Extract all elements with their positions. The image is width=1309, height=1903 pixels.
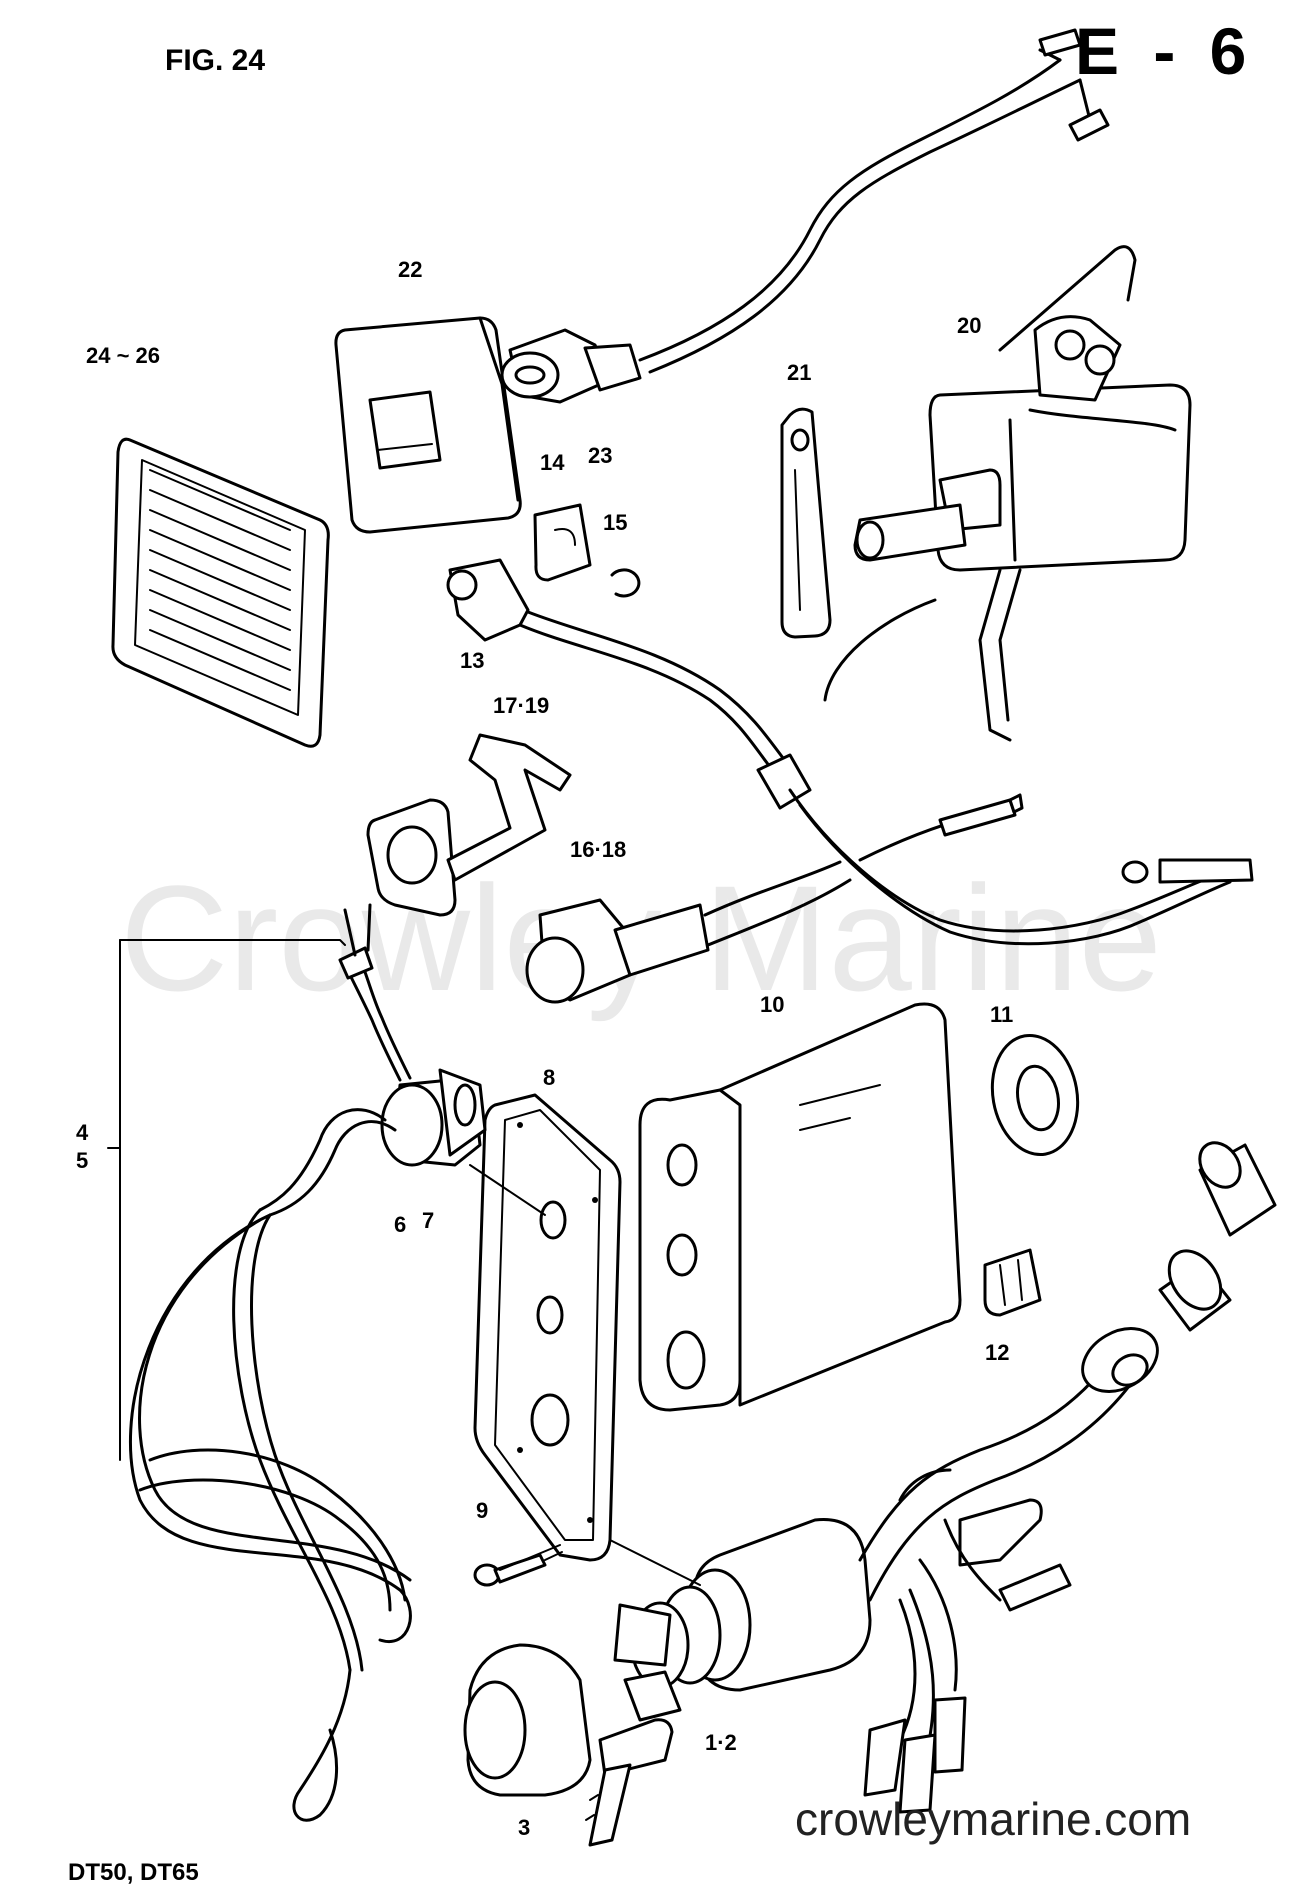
- switch-16-18: [525, 860, 852, 1004]
- callout-17-19: 17·19: [493, 693, 549, 718]
- callout-12: 12: [985, 1340, 1009, 1365]
- figure-label: FIG. 24: [165, 44, 265, 77]
- callout-4: 4: [76, 1120, 89, 1145]
- screw-9: [473, 1551, 563, 1587]
- gasket-plate: [473, 1093, 622, 1562]
- bracket-17-19: [366, 733, 572, 917]
- middle-harness: [756, 753, 1254, 946]
- callout-16-18: 16·18: [570, 837, 626, 862]
- cap-3: [463, 1643, 592, 1797]
- callout-7: 7: [422, 1208, 434, 1233]
- callout-21: 21: [787, 360, 811, 385]
- callout-5: 5: [76, 1148, 88, 1173]
- clip-14: [533, 503, 592, 582]
- washer-11: [990, 1033, 1080, 1157]
- connector-23: [500, 328, 642, 404]
- bracket-strip: [780, 407, 832, 639]
- callout-15: 15: [603, 510, 627, 535]
- solenoid: [823, 245, 1192, 742]
- callout-labels: 22 23 24 ~ 26 20 21 14 15 13 17·19 16·18…: [76, 257, 1013, 1840]
- callout-9: 9: [476, 1498, 488, 1523]
- model-label: DT50, DT65: [68, 1859, 199, 1886]
- site-watermark: crowleymarine.com: [795, 1793, 1191, 1845]
- callout-1-2: 1·2: [705, 1730, 737, 1755]
- leader-lines: [107, 939, 701, 1586]
- callout-10: 10: [760, 992, 784, 1017]
- callout-23: 23: [588, 443, 612, 468]
- switch-panel: [334, 316, 522, 534]
- callout-6: 6: [394, 1212, 406, 1237]
- callout-8: 8: [543, 1065, 555, 1090]
- callout-24-26: 24 ~ 26: [86, 343, 160, 368]
- lower-harness: [858, 1141, 1277, 1814]
- callout-11: 11: [990, 1002, 1013, 1027]
- callout-20: 20: [957, 313, 981, 338]
- ignition-switch: [585, 1518, 872, 1847]
- upper-harness: [638, 28, 1110, 374]
- lanyard-cord: [128, 903, 412, 1822]
- clip-12: [983, 1248, 1042, 1317]
- cover-box: [638, 1002, 962, 1412]
- stop-switch-6-7: [380, 1068, 487, 1167]
- callout-14: 14: [540, 450, 565, 475]
- callout-13: 13: [460, 648, 484, 673]
- section-code: E - 6: [1075, 14, 1254, 88]
- switch-13: [446, 558, 802, 792]
- callout-22: 22: [398, 257, 422, 282]
- caution-label-plate: [111, 437, 330, 748]
- callout-3: 3: [518, 1815, 530, 1840]
- e-ring-15: [610, 568, 641, 598]
